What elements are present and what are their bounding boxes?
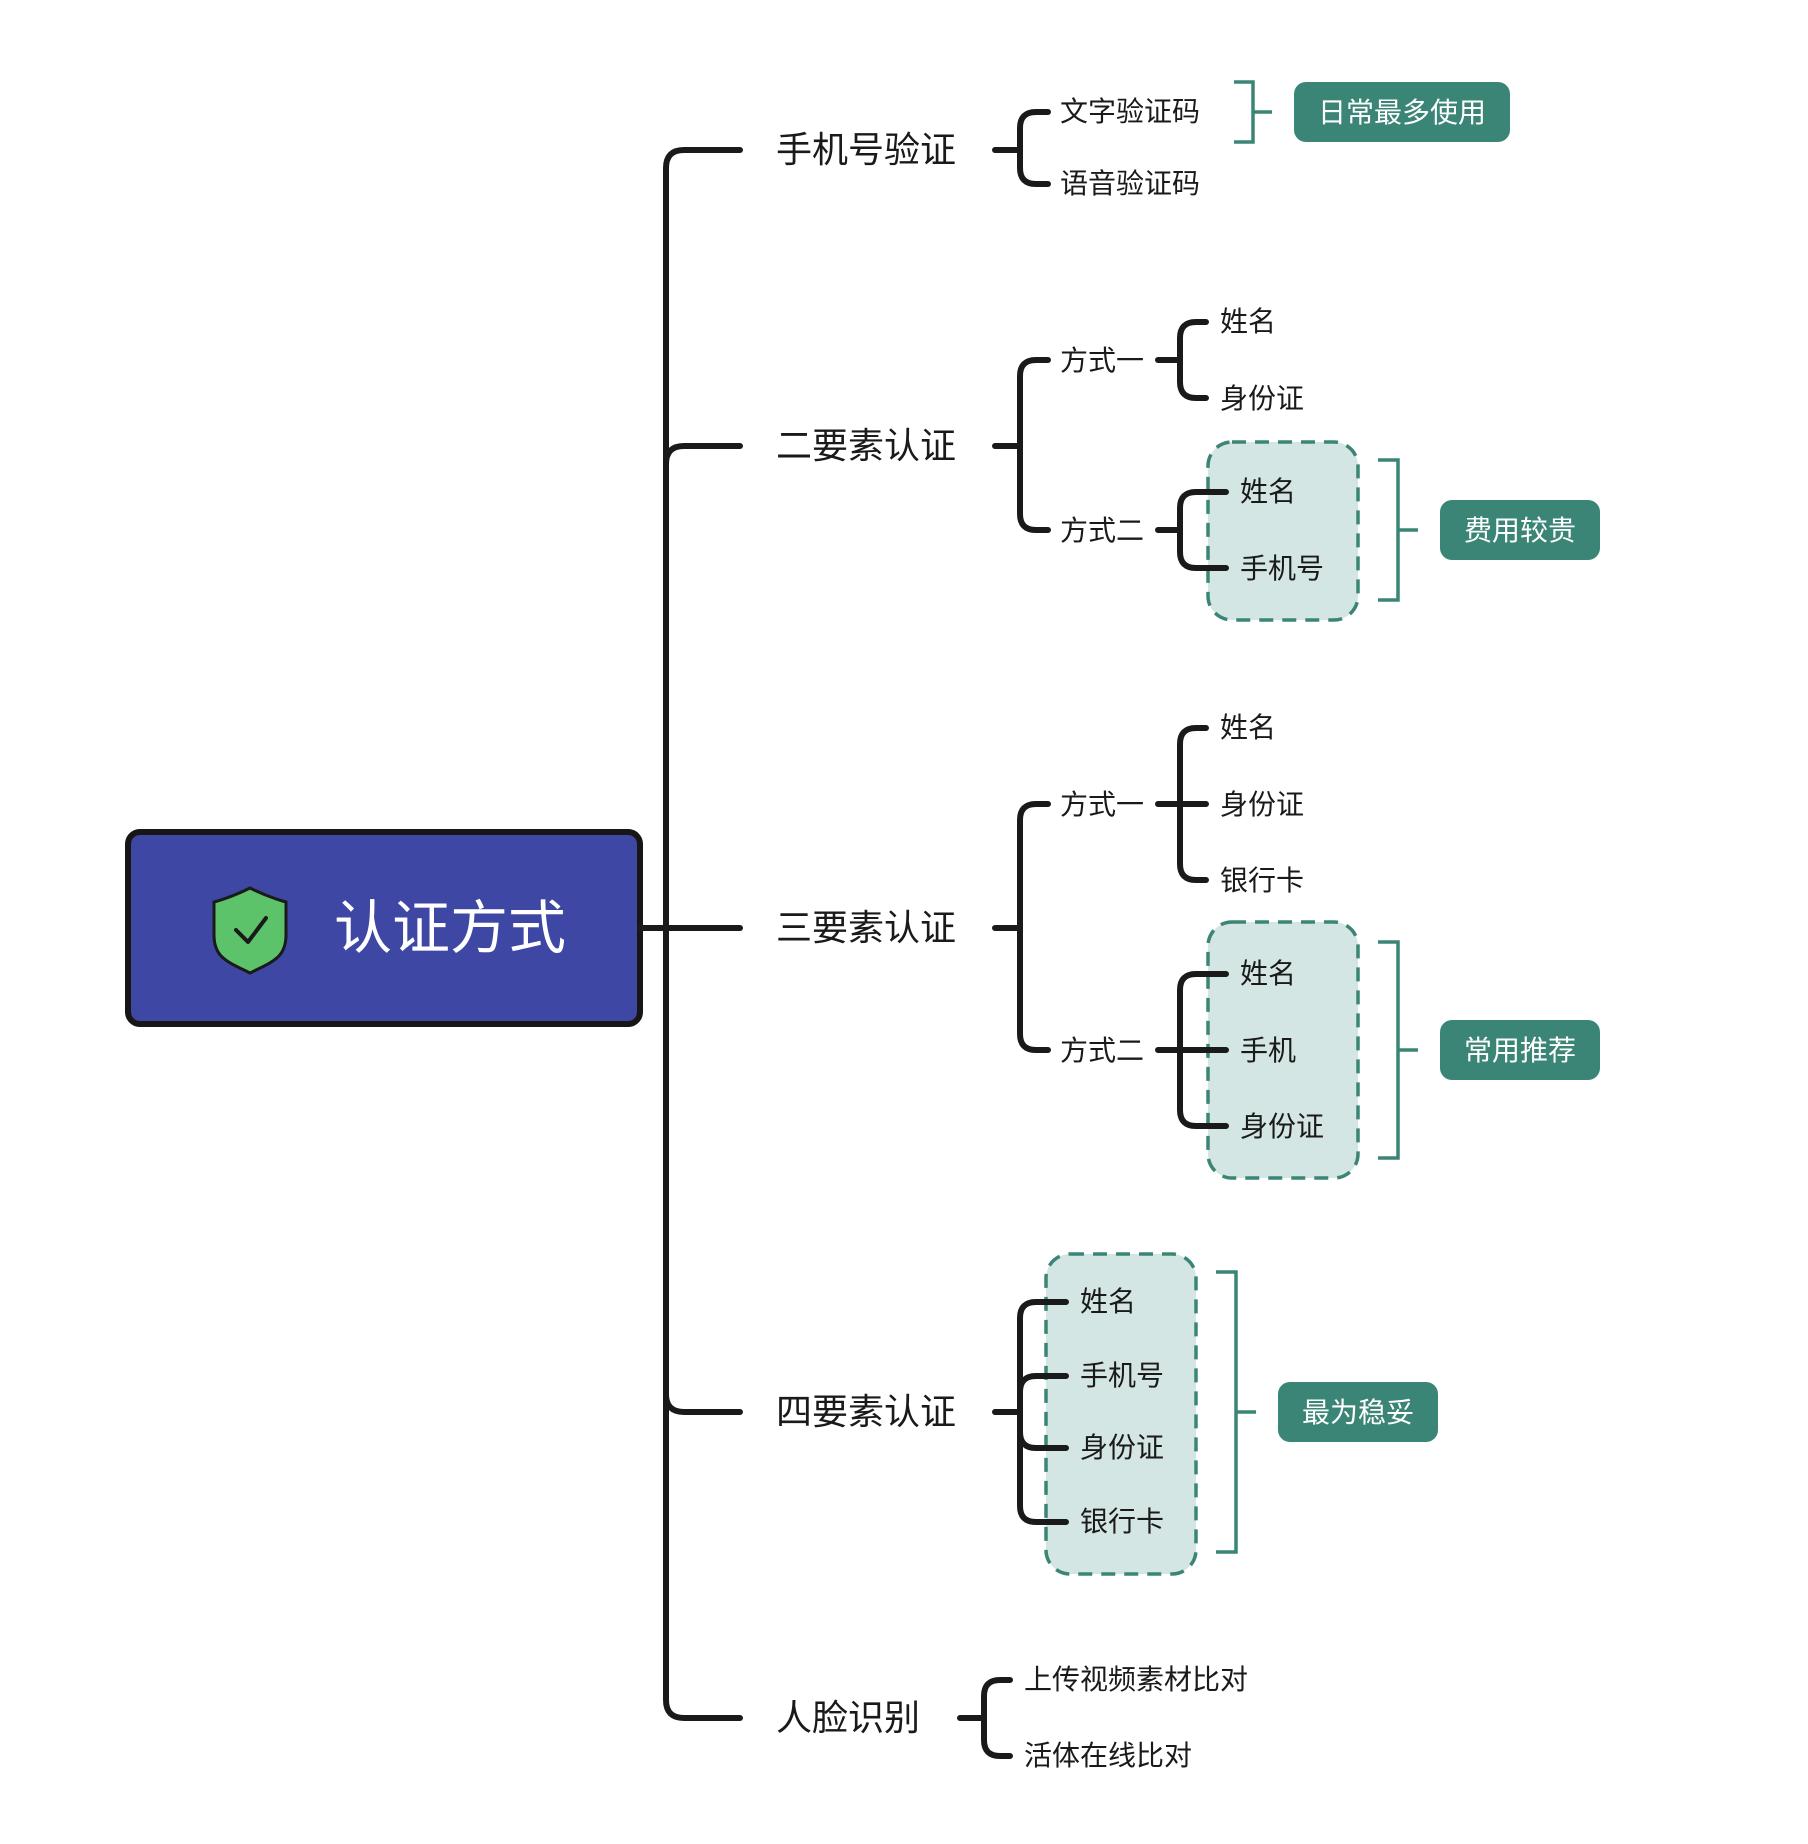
tag-daily-most-used-text: 日常最多使用	[1318, 96, 1486, 129]
tag-recommended: 常用推荐	[1440, 1020, 1600, 1080]
branch-label-face[interactable]: 人脸识别	[776, 1698, 920, 1739]
leaf-id-card[interactable]: 身份证	[1220, 788, 1304, 821]
branch-phone-verification: 手机号验证 文字验证码 语音验证码 日常最多使用	[776, 80, 1510, 200]
root-node[interactable]: 认证方式	[125, 829, 643, 1027]
branch-face-recognition: 人脸识别 上传视频素材比对 活体在线比对	[776, 1663, 1248, 1772]
leaf-voice-code[interactable]: 语音验证码	[1060, 167, 1200, 200]
leaf-phone-number[interactable]: 手机号	[1080, 1359, 1164, 1392]
leaf-phone[interactable]: 手机	[1240, 1034, 1296, 1067]
leaf-name[interactable]: 姓名	[1220, 305, 1276, 338]
branch-label-two-factor[interactable]: 二要素认证	[776, 426, 956, 467]
tag-expensive-text: 费用较贵	[1464, 514, 1576, 547]
leaf-name[interactable]: 姓名	[1240, 475, 1296, 508]
leaf-name[interactable]: 姓名	[1240, 957, 1296, 990]
tag-expensive: 费用较贵	[1440, 500, 1600, 560]
tag-most-reliable: 最为稳妥	[1278, 1382, 1438, 1442]
leaf-phone-number[interactable]: 手机号	[1240, 552, 1324, 585]
method-label[interactable]: 方式二	[1060, 1034, 1144, 1067]
branch-label-three-factor[interactable]: 三要素认证	[776, 908, 956, 949]
leaf-liveness-compare[interactable]: 活体在线比对	[1024, 1739, 1192, 1772]
highlight-group	[1044, 1252, 1198, 1576]
leaf-id-card[interactable]: 身份证	[1080, 1431, 1164, 1464]
method-label[interactable]: 方式二	[1060, 514, 1144, 547]
method-label[interactable]: 方式一	[1060, 344, 1144, 377]
leaf-id-card[interactable]: 身份证	[1220, 382, 1304, 415]
leaf-name[interactable]: 姓名	[1220, 711, 1276, 744]
leaf-bank-card[interactable]: 银行卡	[1220, 864, 1304, 897]
branch-label-four-factor[interactable]: 四要素认证	[776, 1392, 956, 1433]
branch-label-phone[interactable]: 手机号验证	[776, 130, 956, 171]
highlight-group	[1206, 440, 1360, 622]
leaf-id-card[interactable]: 身份证	[1240, 1110, 1324, 1143]
tag-daily-most-used: 日常最多使用	[1294, 82, 1510, 142]
leaf-sms-code[interactable]: 文字验证码	[1060, 95, 1200, 128]
branch-four-factor: 四要素认证 姓名 手机号 身份证 银行卡 最为稳妥	[776, 1252, 1438, 1576]
root-title: 认证方式	[334, 894, 566, 962]
branch-two-factor: 二要素认证 方式一 方式二 姓名 身份证 姓名 手机号 费用较贵	[776, 305, 1600, 622]
leaf-name[interactable]: 姓名	[1080, 1285, 1136, 1318]
tag-most-reliable-text: 最为稳妥	[1302, 1396, 1414, 1429]
method-label[interactable]: 方式一	[1060, 788, 1144, 821]
tag-recommended-text: 常用推荐	[1464, 1034, 1576, 1067]
branch-three-factor: 三要素认证 方式一 方式二 姓名 身份证 银行卡 姓名 手机 身份证 常用推荐	[776, 711, 1600, 1180]
leaf-bank-card[interactable]: 银行卡	[1080, 1505, 1164, 1538]
main-connectors	[637, 147, 743, 1721]
leaf-video-compare[interactable]: 上传视频素材比对	[1024, 1663, 1248, 1696]
shield-check-icon	[212, 886, 288, 975]
